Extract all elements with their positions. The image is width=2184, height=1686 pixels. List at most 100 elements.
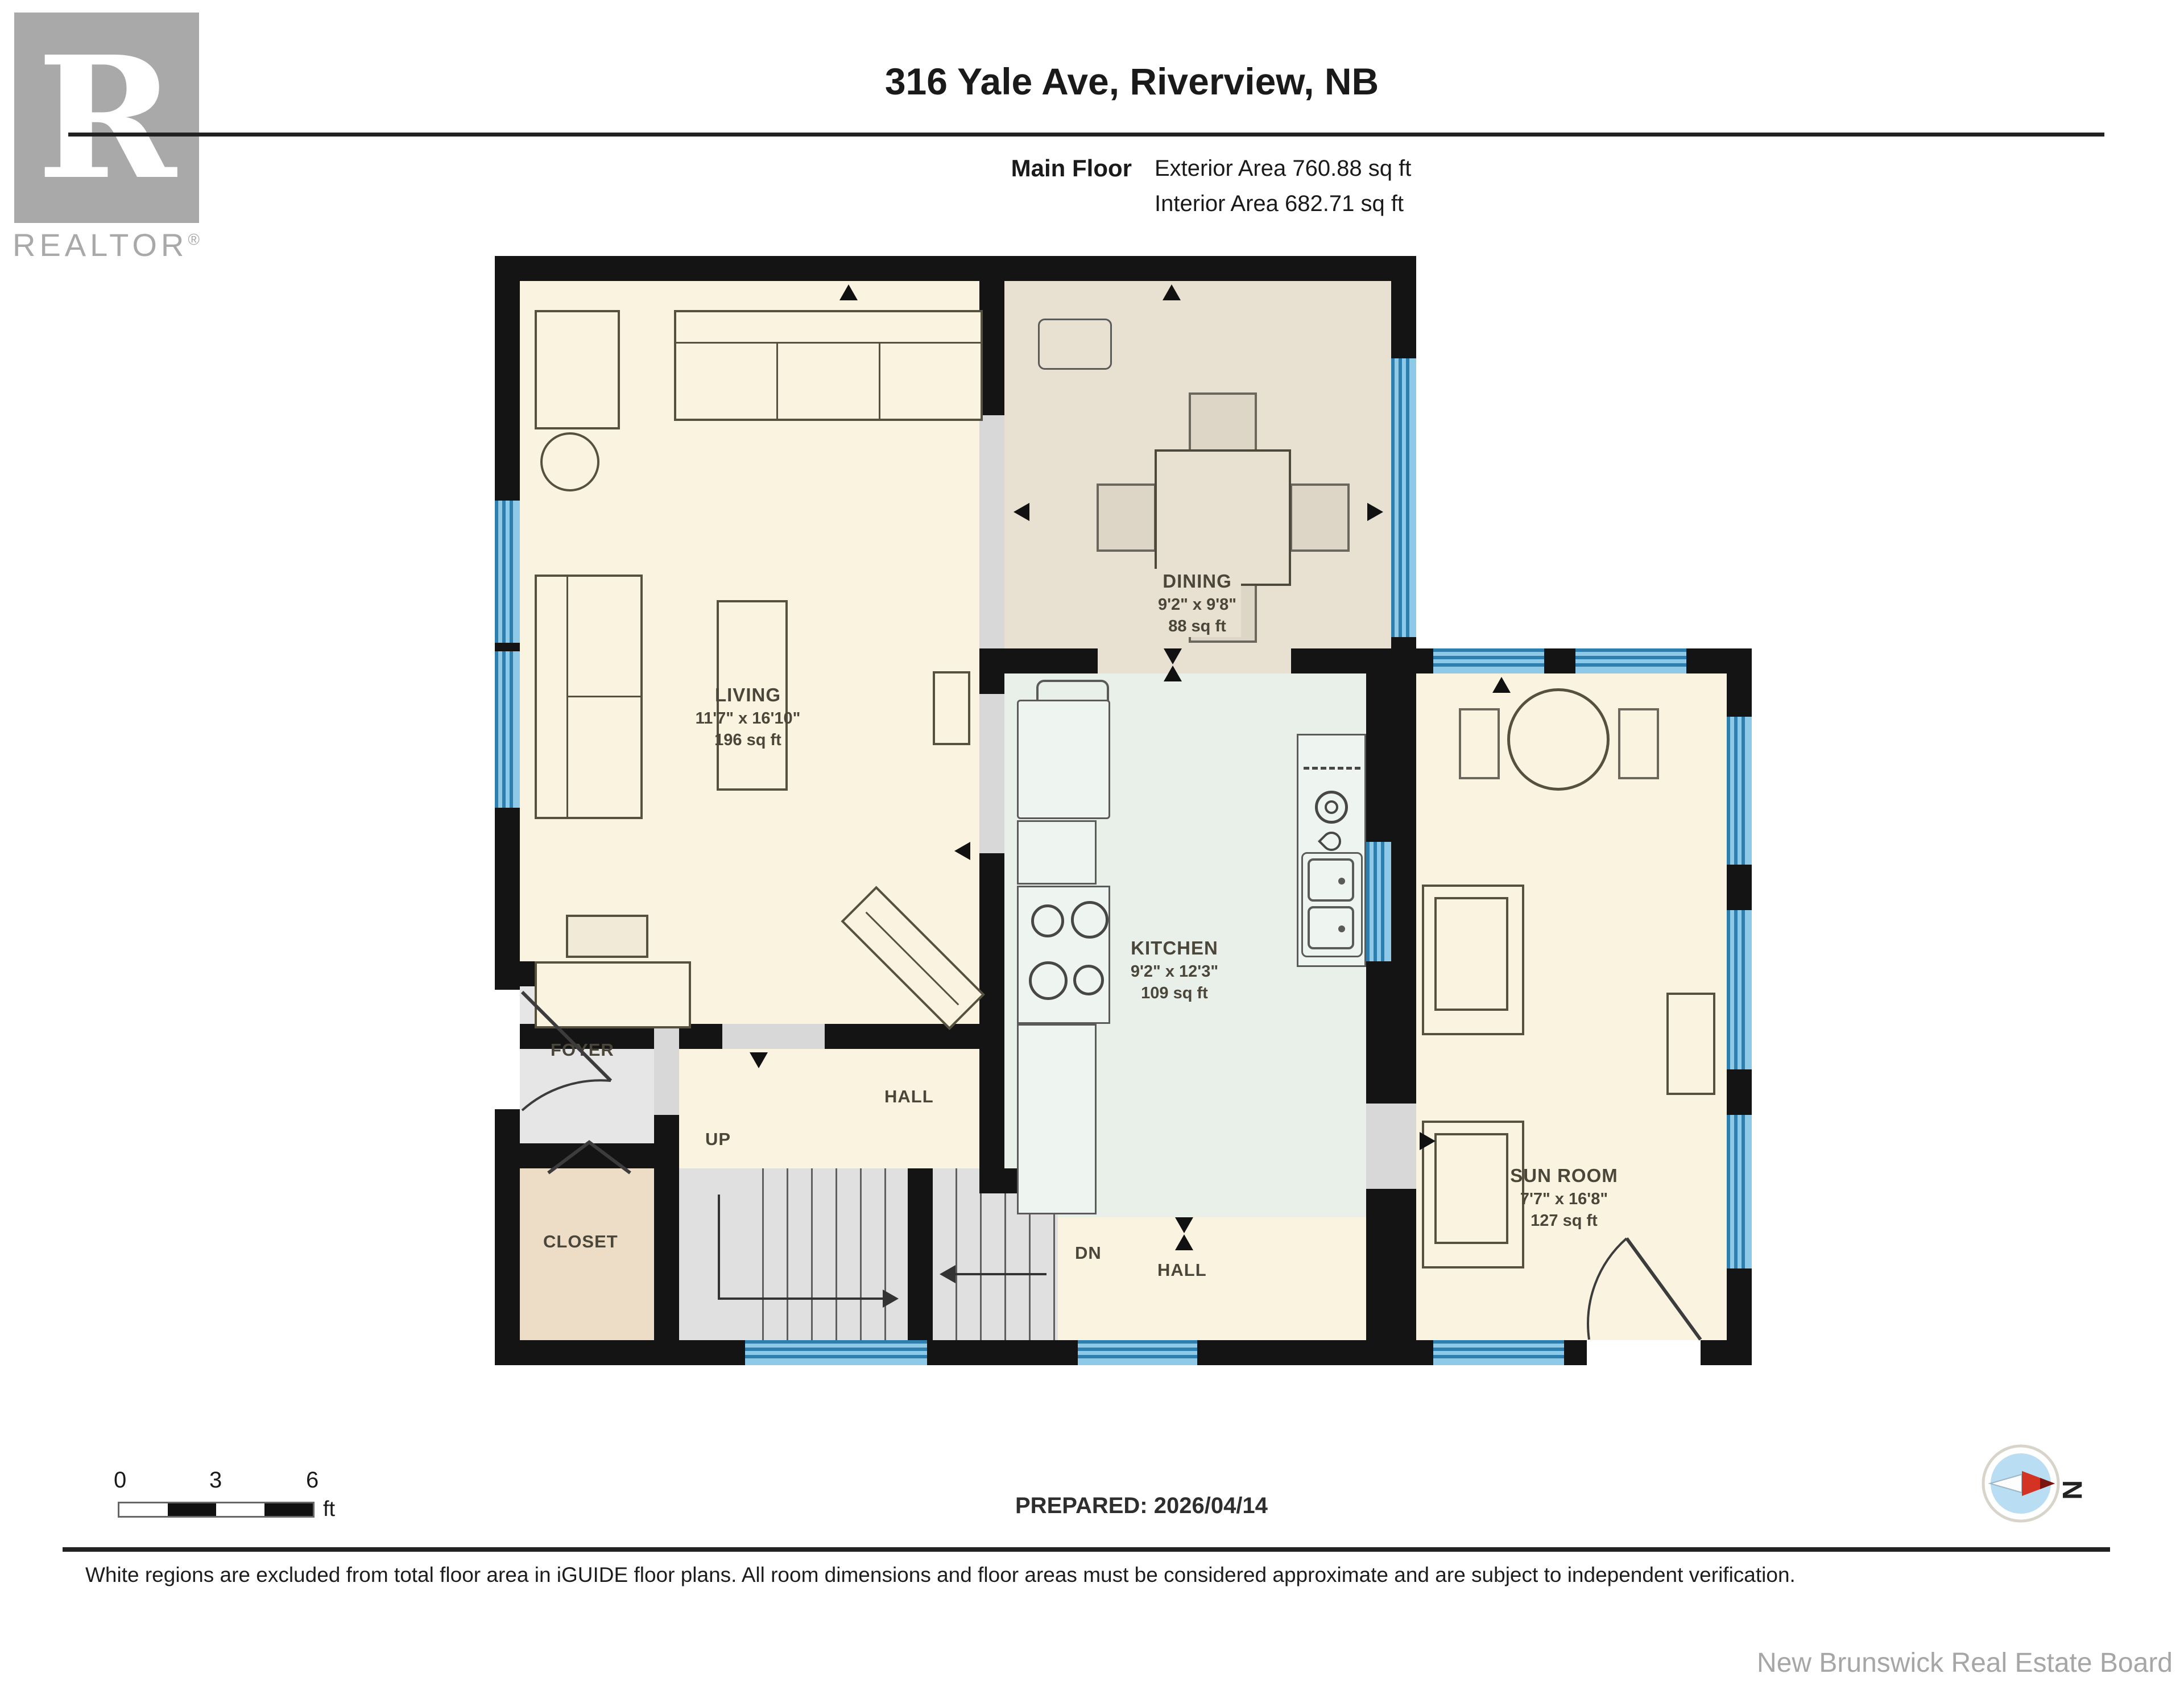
front-door-arc [520,990,613,1111]
dining-table [1155,449,1291,586]
closet-floor [520,1168,654,1340]
realtor-logo: R [14,13,199,223]
exterior-area: Exterior Area 760.88 sq ft [1155,156,1412,181]
window-dining-right [1391,358,1416,637]
kitchen-stove [1017,886,1110,1024]
up-label: UP [705,1129,731,1149]
living-tv [566,915,648,958]
upper-hall-label: HALL [884,1086,934,1106]
window-kitchen-sink [1366,842,1391,961]
sunroom-round-table [1507,688,1610,791]
scale-bar-segments [118,1502,315,1518]
scale-seg-3 [216,1503,264,1516]
opening-living-dining [979,415,1004,648]
kitchen-name: KITCHEN [1131,937,1218,958]
living-room-label: LIVING 11'7" x 16'10" 196 sq ft [696,683,801,751]
window-sunroom-right-1 [1727,717,1752,865]
window-bottom-hall [1078,1340,1197,1365]
opening-living-hall [722,1024,825,1049]
sunroom-chair-left [1459,708,1500,779]
wall-living-kitchen-lower [979,853,1004,1168]
living-tv-stand [535,961,691,1028]
realtor-wordmark: REALTOR® [3,226,213,263]
lower-hall-label: HALL [1157,1260,1207,1280]
living-corner-table [535,310,620,429]
down-label: DN [1075,1243,1102,1263]
window-sunroom-right-2 [1727,910,1752,1069]
sunroom-side-table [1666,993,1715,1095]
sunroom-door-gap [1587,1340,1701,1365]
dining-name: DINING [1163,571,1232,592]
living-dims: 11'7" x 16'10" [695,709,801,728]
living-area: 196 sq ft [714,730,781,749]
kitchen-fridge [1017,700,1110,819]
opening-hall-sunroom [1366,1104,1416,1189]
arrow-dining-top-icon [1163,284,1181,300]
wall-dining-bottom-stub-left [1004,648,1098,673]
closet-label: CLOSET [543,1232,618,1251]
dining-kitchen-opening-floor [1098,648,1291,673]
kitchen-counter-1 [1017,820,1097,885]
compass-north-label: N [2057,1480,2087,1500]
stairs-up-arrow-line-h [718,1297,886,1300]
living-loveseat [535,575,643,819]
window-sunroom-top-2 [1575,648,1686,673]
compass-icon: N [1982,1444,2087,1523]
opening-living-kitchen [979,694,1004,853]
sunroom-area: 127 sq ft [1531,1211,1598,1230]
lower-hall-floor [1058,1217,1366,1340]
kitchen-cooktop-fixture-icon [1315,791,1348,824]
wall-main-left [495,256,520,1365]
arrow-sunroom-entry-icon [1420,1132,1436,1150]
living-coffee-table [717,600,788,791]
window-sunroom-bottom [1433,1340,1564,1365]
wall-living-dining-stub [979,648,1004,694]
dining-dims: 9'2" x 9'8" [1157,595,1237,614]
arrow-living-kitchen-icon [954,842,970,860]
kitchen-label: KITCHEN 9'2" x 12'3" 109 sq ft [1131,936,1218,1004]
dining-room-label: DINING 9'2" x 9'8" 88 sq ft [1153,569,1242,638]
scale-bar: 0 3 6 ft [108,1468,381,1536]
window-living-left-1 [495,501,520,643]
living-round-table [540,432,599,491]
wall-living-dining-upper [979,281,1004,415]
kitchen-area: 109 sq ft [1141,984,1208,1002]
wall-foyer-closet [520,1143,654,1168]
living-sofa [674,310,983,421]
sunroom-armchair-1 [1422,885,1524,1035]
front-door-gap [495,990,520,1109]
sunroom-door-arc [1587,1237,1702,1341]
wall-stairs-divider [908,1168,933,1340]
realtor-logo-r-icon: R [36,19,177,217]
board-name: New Brunswick Real Estate Board [1757,1648,2173,1678]
scale-tick-3: 3 [209,1468,222,1493]
scale-seg-2 [168,1503,216,1516]
window-living-left-2 [495,651,520,808]
interior-area: Interior Area 682.71 sq ft [1155,191,1404,216]
registered-mark: ® [188,230,204,249]
sunroom-name: SUN ROOM [1510,1165,1618,1186]
sunroom-armchair-2 [1422,1121,1524,1268]
stairs-up-treads [739,1168,908,1340]
dining-cabinet-top [1038,319,1112,370]
upper-hall-floor [679,1049,979,1168]
wall-kitchen-sunroom [1366,673,1416,1340]
scale-tick-6: 6 [306,1468,319,1493]
wall-main-top [495,256,1416,281]
arrow-living-top-icon [839,284,858,300]
dining-area: 88 sq ft [1168,617,1226,635]
realtor-text: REALTOR [13,227,188,263]
kitchen-counter-2 [1017,1024,1097,1214]
scale-tick-0: 0 [114,1468,127,1493]
closet-bifold-door [547,1140,631,1175]
dining-chair-right [1290,484,1350,552]
stairs-up-arrowhead-icon [883,1290,899,1308]
dining-chair-top [1189,392,1257,452]
dining-chair-left [1097,484,1156,552]
footer-rule [63,1547,2110,1552]
kitchen-sink [1301,852,1363,957]
window-bottom-stairs [745,1340,927,1365]
scale-seg-1 [119,1503,168,1516]
header-rule [68,133,2104,137]
